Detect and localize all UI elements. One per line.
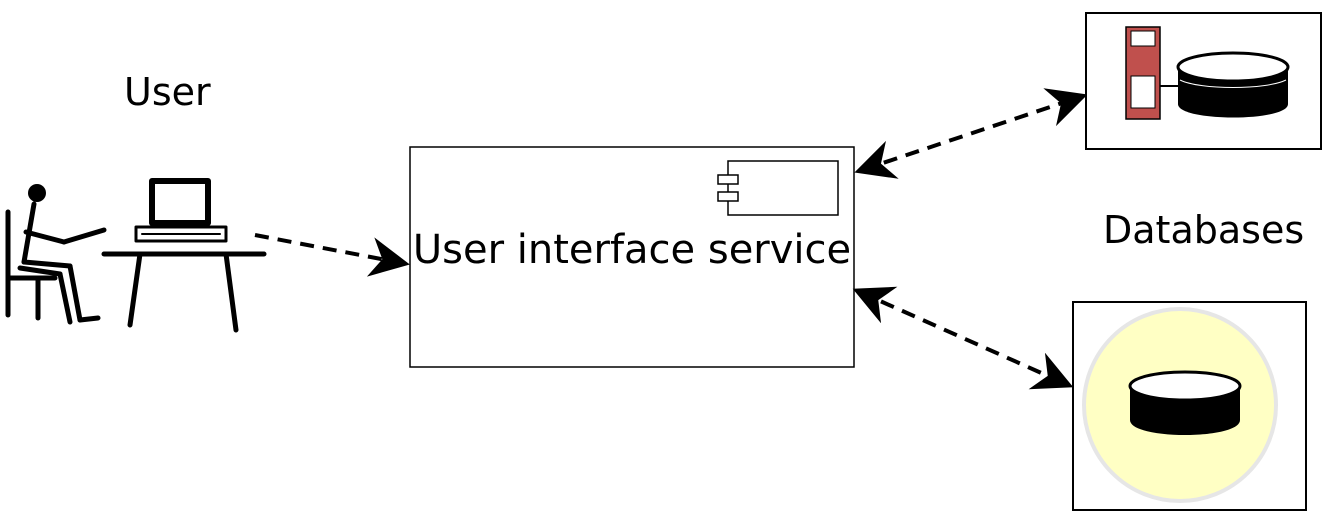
highlighted-database-box [1072,301,1307,511]
service-highlighted-db-arrow [852,286,1074,390]
server-database-box [1085,12,1322,150]
uml-component-icon [717,160,839,216]
service-server-db-arrow [854,88,1088,179]
highlighted-database-icon [1082,307,1278,503]
user-at-computer-icon [5,178,267,333]
databases-label: Databases [1103,208,1305,252]
ui-service-component [409,146,855,368]
server-database-icon [1125,26,1290,120]
user-label: User [124,70,211,114]
user-to-service-arrow [254,233,410,277]
service-label: User interface service [412,227,852,273]
